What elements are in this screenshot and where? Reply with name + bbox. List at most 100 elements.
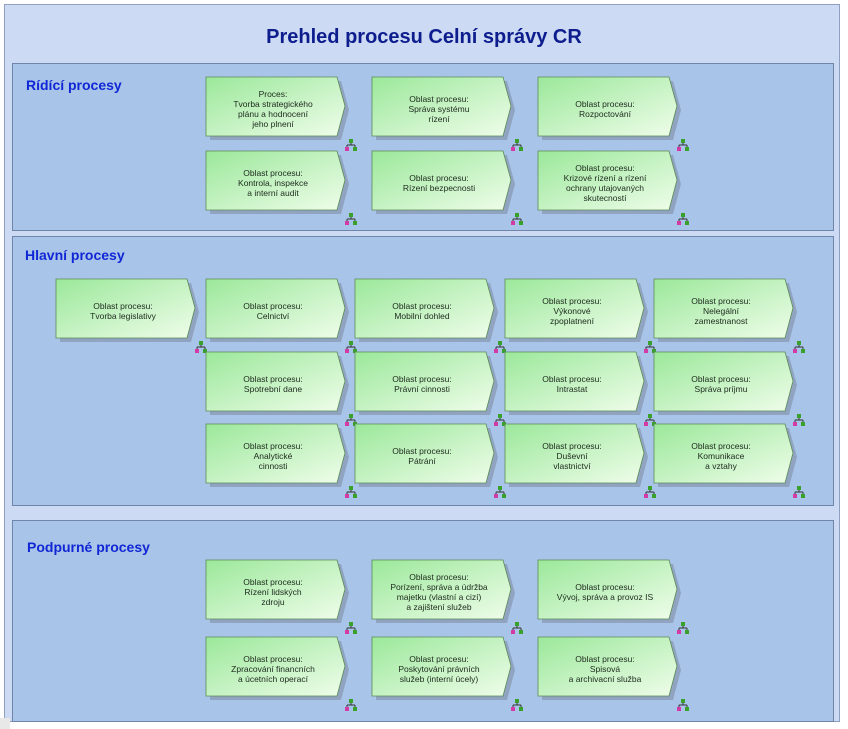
process-box-label: Oblast procesu: Spotrební dane (243, 373, 303, 394)
hierarchy-icon[interactable] (677, 138, 689, 151)
group-title: Hlavní procesy (25, 247, 125, 263)
process-box-zdroju[interactable]: Oblast procesu: Rízení lidských zdroju (205, 559, 354, 623)
hierarchy-icon[interactable] (345, 212, 357, 225)
hierarchy-icon[interactable] (345, 138, 357, 151)
process-box-patrani[interactable]: Oblast procesu: Pátrání (354, 423, 503, 487)
process-box-label: Oblast procesu: Poskytování právních slu… (398, 653, 480, 684)
process-box-label: Oblast procesu: Celnictví (243, 300, 303, 321)
process-chevron-shape (653, 351, 797, 415)
process-chevron-shape (653, 278, 797, 342)
hierarchy-icon[interactable] (793, 340, 805, 353)
process-chevron-shape (205, 278, 349, 342)
hierarchy-icon[interactable] (494, 485, 506, 498)
process-chevron-shape (371, 559, 515, 623)
hierarchy-icon[interactable] (345, 698, 357, 711)
process-chevron-shape (537, 150, 681, 214)
process-box-label: Oblast procesu: Porízení, správa a údržb… (390, 571, 488, 612)
process-chevron-shape (504, 423, 648, 487)
process-chevron-shape (371, 636, 515, 700)
hierarchy-icon[interactable] (677, 212, 689, 225)
hierarchy-icon[interactable] (511, 138, 523, 151)
hierarchy-icon[interactable] (677, 698, 689, 711)
hierarchy-icon[interactable] (511, 212, 523, 225)
process-box-label: Oblast procesu: Správa príjmu (691, 373, 751, 394)
process-box-zpoplatneni[interactable]: Oblast procesu: Výkonové zpoplatnení (504, 278, 653, 342)
process-box-label: Proces: Tvorba strategického plánu a hod… (233, 88, 313, 129)
process-box-label: Oblast procesu: Nelegální zamestnanost (691, 295, 751, 326)
process-chevron-shape (504, 278, 648, 342)
process-box-jeho-plneni[interactable]: Proces: Tvorba strategického plánu a hod… (205, 76, 354, 140)
hierarchy-icon[interactable] (793, 413, 805, 426)
process-box-rizeni-bezpecnosti[interactable]: Oblast procesu: Rízení bezpecnosti (371, 150, 520, 214)
process-chevron-shape (205, 636, 349, 700)
process-box-vyvoj-sprava-a-provoz-is[interactable]: Oblast procesu: Vývoj, správa a provoz I… (537, 559, 686, 623)
process-box-label: Oblast procesu: Správa systému rízení (408, 93, 470, 124)
process-box-vlastnictvi[interactable]: Oblast procesu: Duševní vlastnictví (504, 423, 653, 487)
process-box-intrastat[interactable]: Oblast procesu: Intrastat (504, 351, 653, 415)
process-box-rozpoctovani[interactable]: Oblast procesu: Rozpoctování (537, 76, 686, 140)
process-box-label: Oblast procesu: Krizové rízení a rízení … (563, 162, 647, 203)
process-chevron-shape (537, 636, 681, 700)
process-box-label: Oblast procesu: Rízení lidských zdroju (243, 576, 303, 607)
process-box-label: Oblast procesu: Analytické cinnosti (243, 440, 303, 471)
process-box-tvorba-legislativy[interactable]: Oblast procesu: Tvorba legislativy (55, 278, 204, 342)
process-chevron-shape (371, 150, 515, 214)
process-box-a-archivacni-sluzba[interactable]: Oblast procesu: Spisová a archivacní slu… (537, 636, 686, 700)
process-chevron-shape (354, 351, 498, 415)
process-chevron-shape (55, 278, 199, 342)
hierarchy-icon[interactable] (677, 621, 689, 634)
hierarchy-icon[interactable] (345, 340, 357, 353)
hierarchy-icon[interactable] (345, 621, 357, 634)
process-box-label: Oblast procesu: Mobilní dohled (392, 300, 452, 321)
process-box-rizeni[interactable]: Oblast procesu: Správa systému rízení (371, 76, 520, 140)
process-box-a-interni-audit[interactable]: Oblast procesu: Kontrola, inspekce a int… (205, 150, 354, 214)
process-chevron-shape (504, 351, 648, 415)
process-box-label: Oblast procesu: Rízení bezpecnosti (402, 172, 476, 193)
process-box-sprava-prijmu[interactable]: Oblast procesu: Správa príjmu (653, 351, 802, 415)
process-box-label: Oblast procesu: Pátrání (392, 445, 452, 466)
process-box-label: Oblast procesu: Rozpoctování (575, 98, 635, 119)
process-box-a-vztahy[interactable]: Oblast procesu: Komunikace a vztahy (653, 423, 802, 487)
diagram-title: Prehled procesu Celní správy CR (266, 26, 582, 48)
process-box-label: Oblast procesu: Zpracování financních a … (231, 653, 315, 684)
process-chevron-shape (205, 351, 349, 415)
process-box-cinnosti[interactable]: Oblast procesu: Analytické cinnosti (205, 423, 354, 487)
process-chevron-shape (205, 76, 349, 140)
process-box-label: Oblast procesu: Komunikace a vztahy (691, 440, 751, 471)
process-box-skutecnosti[interactable]: Oblast procesu: Krizové rízení a rízení … (537, 150, 686, 214)
hierarchy-icon[interactable] (644, 485, 656, 498)
process-box-label: Oblast procesu: Kontrola, inspekce a int… (238, 167, 308, 198)
process-chevron-shape (354, 278, 498, 342)
hierarchy-icon[interactable] (494, 340, 506, 353)
process-chevron-shape (354, 423, 498, 487)
hierarchy-icon[interactable] (511, 698, 523, 711)
hierarchy-icon[interactable] (345, 485, 357, 498)
process-box-label: Oblast procesu: Intrastat (542, 373, 602, 394)
process-box-sluzeb-interni-ucely[interactable]: Oblast procesu: Poskytování právních slu… (371, 636, 520, 700)
hierarchy-icon[interactable] (793, 485, 805, 498)
hierarchy-icon[interactable] (195, 340, 207, 353)
process-box-label: Oblast procesu: Právní cinnosti (392, 373, 452, 394)
process-box-mobilni-dohled[interactable]: Oblast procesu: Mobilní dohled (354, 278, 503, 342)
process-box-a-ucetnich-operaci[interactable]: Oblast procesu: Zpracování financních a … (205, 636, 354, 700)
process-box-label: Oblast procesu: Výkonové zpoplatnení (542, 295, 602, 326)
hierarchy-icon[interactable] (511, 621, 523, 634)
hierarchy-icon[interactable] (644, 340, 656, 353)
process-box-celnictvi[interactable]: Oblast procesu: Celnictví (205, 278, 354, 342)
process-box-pravni-cinnosti[interactable]: Oblast procesu: Právní cinnosti (354, 351, 503, 415)
process-box-label: Oblast procesu: Vývoj, správa a provoz I… (556, 581, 654, 602)
process-box-label: Oblast procesu: Tvorba legislativy (90, 300, 156, 321)
process-box-label: Oblast procesu: Duševní vlastnictví (542, 440, 602, 471)
process-box-a-zajisteni-sluzeb[interactable]: Oblast procesu: Porízení, správa a údržb… (371, 559, 520, 623)
group-title: Podpurné procesy (27, 539, 150, 555)
process-chevron-shape (537, 76, 681, 140)
process-box-zamestnanost[interactable]: Oblast procesu: Nelegální zamestnanost (653, 278, 802, 342)
process-box-label: Oblast procesu: Spisová a archivacní slu… (568, 653, 642, 684)
process-chevron-shape (371, 76, 515, 140)
group-title: Rídící procesy (26, 77, 122, 93)
hierarchy-icon[interactable] (494, 413, 506, 426)
process-chevron-shape (653, 423, 797, 487)
process-chevron-shape (205, 150, 349, 214)
process-box-spotrebni-dane[interactable]: Oblast procesu: Spotrební dane (205, 351, 354, 415)
